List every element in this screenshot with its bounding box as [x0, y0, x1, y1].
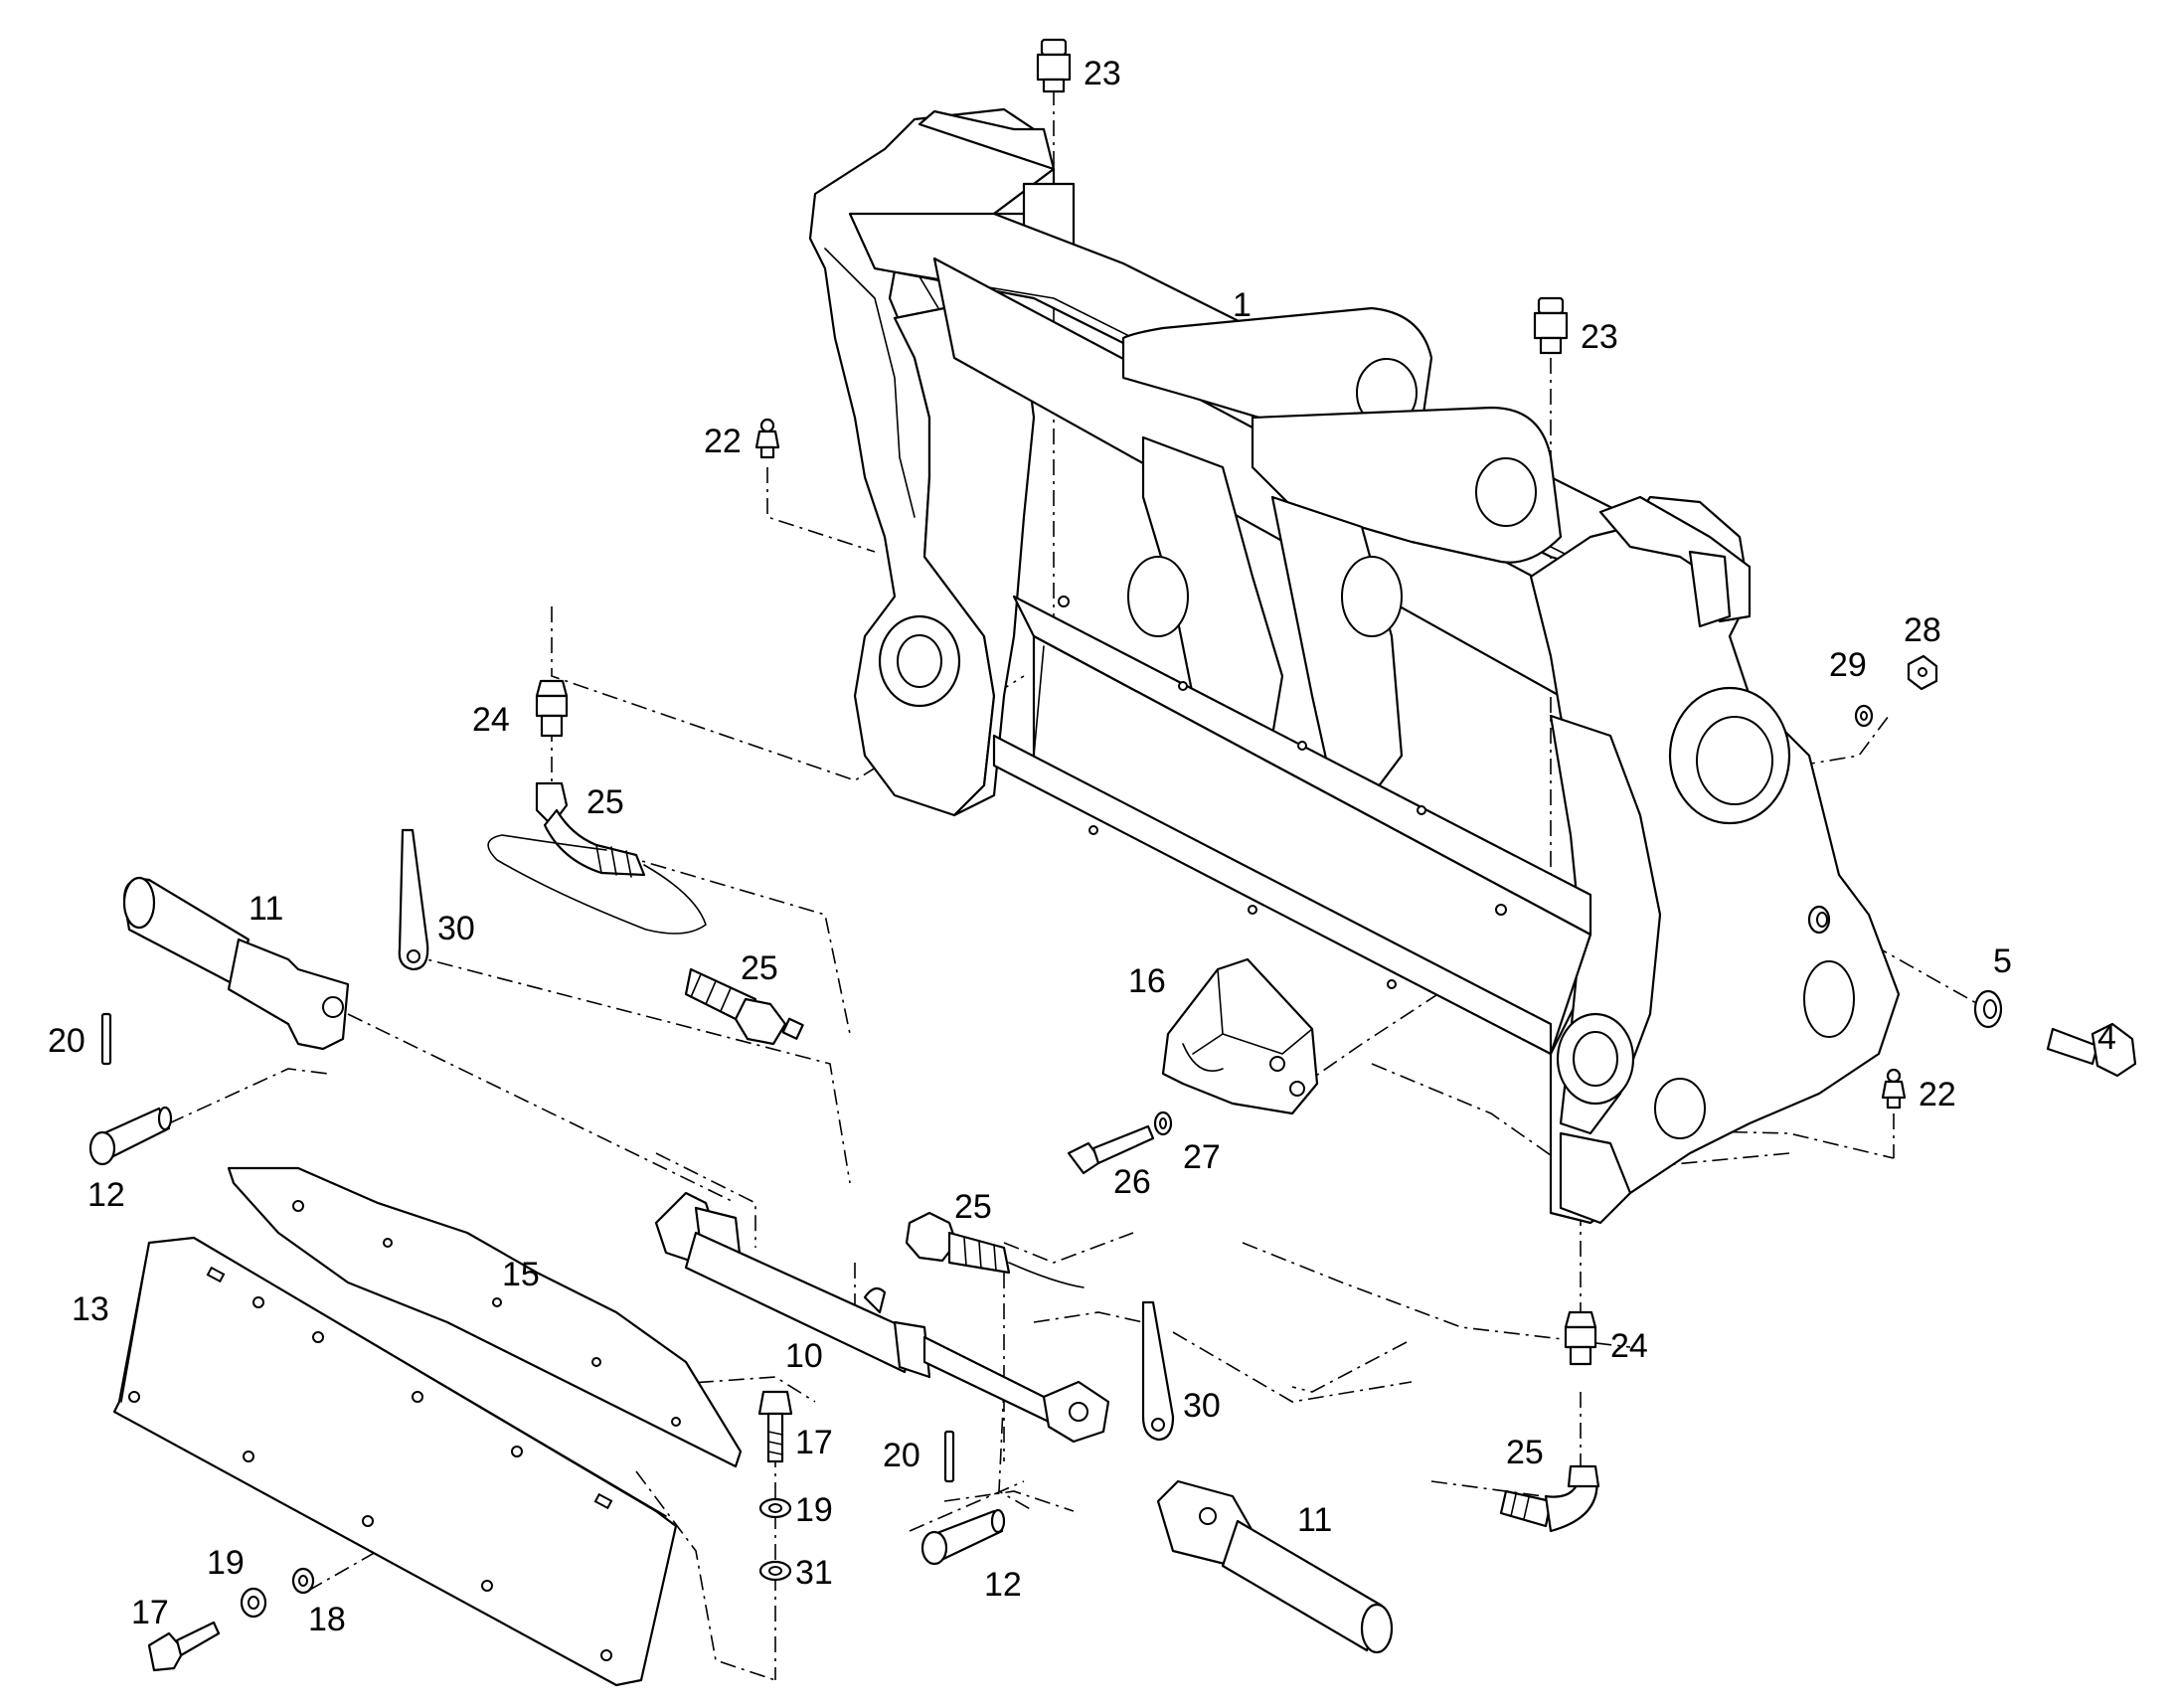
locking-pin-part-11-upper	[122, 876, 350, 1051]
lever-part-30-left	[398, 828, 429, 971]
washer-part-31	[758, 1560, 792, 1582]
spring-pin-part-20-left	[100, 1012, 112, 1066]
callout-25-mid: 25	[741, 949, 778, 987]
spring-pin-part-20-right	[943, 1430, 955, 1483]
callout-22-left: 22	[704, 423, 742, 460]
callout-17-bottom-left: 17	[131, 1594, 169, 1631]
callout-19-bottom: 19	[207, 1544, 245, 1582]
callout-13: 13	[72, 1290, 109, 1328]
hydraulic-cylinder-part-10	[654, 1191, 1110, 1444]
callout-30-right: 30	[1183, 1387, 1221, 1425]
callout-25-upper: 25	[586, 783, 624, 821]
callout-16: 16	[1128, 962, 1166, 1000]
lever-part-30-right	[1141, 1300, 1175, 1442]
callout-12-left: 12	[87, 1176, 125, 1214]
callout-24-left: 24	[472, 701, 510, 739]
callout-26: 26	[1113, 1163, 1151, 1201]
hose-fitting-25-right	[1499, 1464, 1600, 1533]
hose-fitting-25-upper	[487, 781, 707, 935]
callout-12-right: 12	[984, 1566, 1022, 1604]
callout-11-lower: 11	[1297, 1501, 1332, 1539]
washer-part-19-mid	[758, 1497, 792, 1519]
callout-30-left: 30	[437, 910, 475, 947]
locking-pin-part-11-lower	[1156, 1479, 1394, 1654]
clevis-pin-part-12-right	[920, 1508, 1006, 1566]
callout-20-left: 20	[48, 1022, 85, 1060]
fitting-24-left	[535, 679, 569, 738]
callout-20-right: 20	[883, 1437, 920, 1474]
grease-fitting-23-top	[1036, 38, 1072, 93]
washer-part-19-bottom	[240, 1587, 267, 1619]
main-frame-part-1	[808, 107, 1901, 1225]
callout-11-upper: 11	[249, 890, 283, 928]
callout-19-mid: 19	[795, 1491, 833, 1529]
clevis-pin-part-12-left	[88, 1106, 173, 1166]
callout-22-right: 22	[1919, 1076, 1956, 1113]
callout-5: 5	[1993, 942, 2012, 980]
grease-nipple-22-left	[754, 418, 780, 459]
bracket-part-16	[1161, 957, 1319, 1115]
callout-23-top: 23	[1084, 55, 1121, 92]
grease-nipple-22-right	[1881, 1068, 1907, 1110]
callout-1: 1	[1233, 286, 1252, 324]
cover-plate-part-13	[112, 1236, 678, 1687]
callout-24-right: 24	[1610, 1327, 1648, 1365]
callout-28: 28	[1904, 611, 1941, 649]
callout-15: 15	[502, 1256, 540, 1293]
bolt-part-4	[2046, 1022, 2137, 1078]
bolt-part-17-bottom-left	[147, 1621, 221, 1672]
callout-10: 10	[785, 1337, 823, 1375]
callout-23-right: 23	[1581, 318, 1618, 356]
callout-27: 27	[1183, 1138, 1221, 1176]
callout-17-mid: 17	[795, 1424, 833, 1461]
hose-fitting-25-lower	[905, 1211, 1085, 1288]
callout-29: 29	[1829, 646, 1867, 684]
callout-labels: 1 4 5 10 11 11 12 12 13 15 16 17 17 18 1…	[48, 55, 2116, 1638]
bushing-part-5-left	[1807, 905, 1831, 935]
callout-25-right: 25	[1506, 1434, 1544, 1471]
grease-fitting-23-right	[1533, 296, 1569, 355]
hose-fitting-25-mid	[684, 967, 804, 1046]
callout-4: 4	[2097, 1019, 2116, 1057]
callout-25-lower: 25	[954, 1188, 992, 1226]
bolt-part-17-mid	[757, 1390, 793, 1463]
seal-strip-part-15	[227, 1166, 743, 1468]
washer-part-18	[291, 1567, 315, 1595]
bolt-part-26	[1067, 1124, 1155, 1175]
fitting-24-right	[1564, 1310, 1597, 1366]
washer-part-29	[1854, 704, 1874, 728]
washer-part-5	[1973, 989, 2003, 1029]
washer-part-27	[1153, 1110, 1173, 1136]
callout-31: 31	[795, 1554, 833, 1592]
nut-part-28	[1907, 654, 1938, 691]
callout-18: 18	[308, 1601, 346, 1638]
